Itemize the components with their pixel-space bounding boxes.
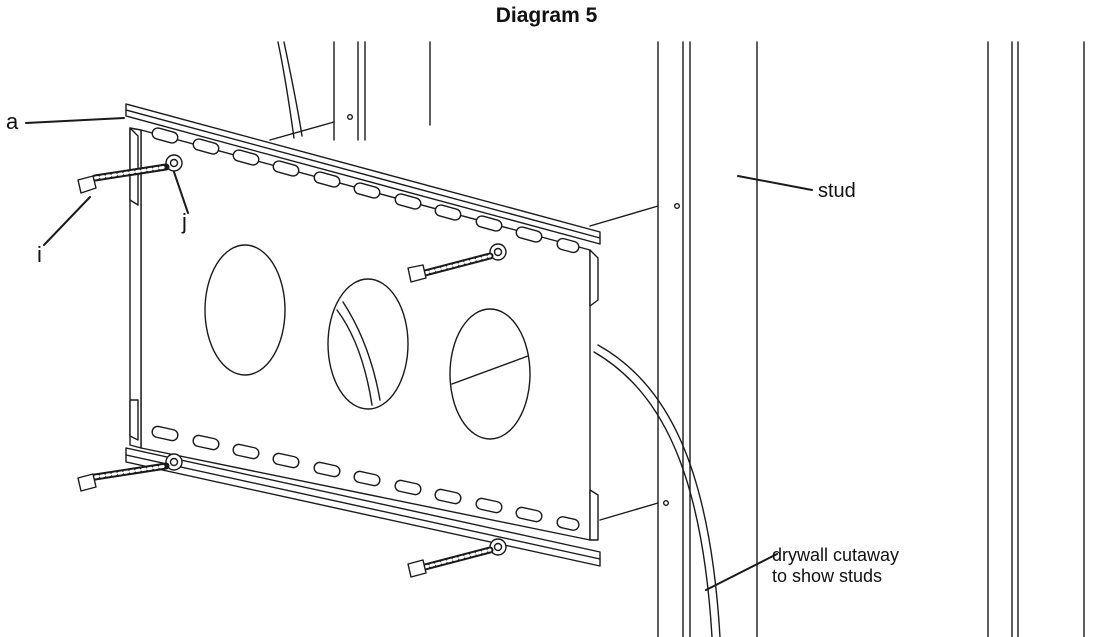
callout-stud: stud: [818, 180, 856, 202]
callout-j: j: [182, 209, 187, 234]
slots-top-row: [151, 127, 580, 254]
callout-drywall-line2: to show studs: [772, 566, 883, 586]
large-holes: [205, 245, 530, 439]
callout-drywall-cutaway: drywall cutaway to show studs: [772, 545, 899, 587]
slots-bottom-row: [151, 425, 580, 531]
washers: [166, 155, 506, 555]
diagram-title: Diagram 5: [495, 4, 598, 27]
callout-drywall-line1: drywall cutaway: [772, 545, 900, 565]
lag-bolts: [78, 167, 490, 577]
callout-a: a: [6, 109, 19, 134]
studs: [270, 42, 1084, 637]
leader-lines: [26, 118, 812, 590]
callout-i: i: [37, 242, 42, 267]
drywall-cutaway-edge: [594, 345, 720, 637]
